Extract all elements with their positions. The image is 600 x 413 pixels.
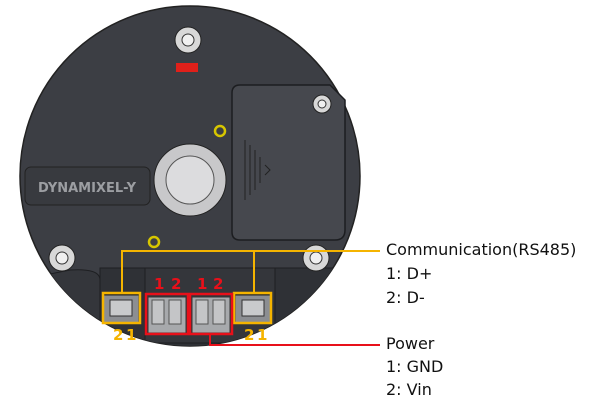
power-connector-right [191, 296, 231, 334]
grip-lines-icon [244, 140, 271, 200]
pin-number: 2 [113, 326, 123, 344]
communication-title: Communication(RS485) [386, 240, 577, 259]
screw-icon [48, 244, 76, 272]
power-connector-left [147, 296, 187, 334]
power-pin1: 1: GND [386, 357, 444, 376]
power-highlight-left [144, 292, 190, 336]
comm-leader-line [121, 250, 380, 293]
pin-number: 2 [171, 275, 181, 293]
status-led [176, 63, 198, 72]
pin-number: 1 [257, 326, 267, 344]
power-leader-line [209, 334, 380, 346]
screw-icon [302, 244, 330, 272]
screw-icon [174, 26, 202, 54]
pin-number: 2 [213, 275, 223, 293]
power-pin2: 2: Vin [386, 380, 432, 399]
communication-pin1: 1: D+ [386, 264, 433, 283]
connector-housing [20, 269, 101, 346]
mount-hole-icon [213, 124, 227, 138]
pin-number: 1 [126, 326, 136, 344]
power-title: Power [386, 334, 435, 353]
screw-icon [312, 94, 332, 114]
comm-highlight-right [232, 291, 273, 325]
comm-connector-right [234, 294, 272, 324]
mount-hole-icon [147, 235, 161, 249]
logo-text: DYNAMIXEL-Y [38, 181, 137, 196]
pin-number: 2 [244, 326, 254, 344]
pin-number: 1 [154, 275, 164, 293]
battery-cover [231, 84, 346, 241]
comm-connector-left [102, 294, 140, 324]
pin-number: 1 [197, 275, 207, 293]
logo-plate [24, 166, 151, 206]
communication-pin2: 2: D- [386, 288, 425, 307]
